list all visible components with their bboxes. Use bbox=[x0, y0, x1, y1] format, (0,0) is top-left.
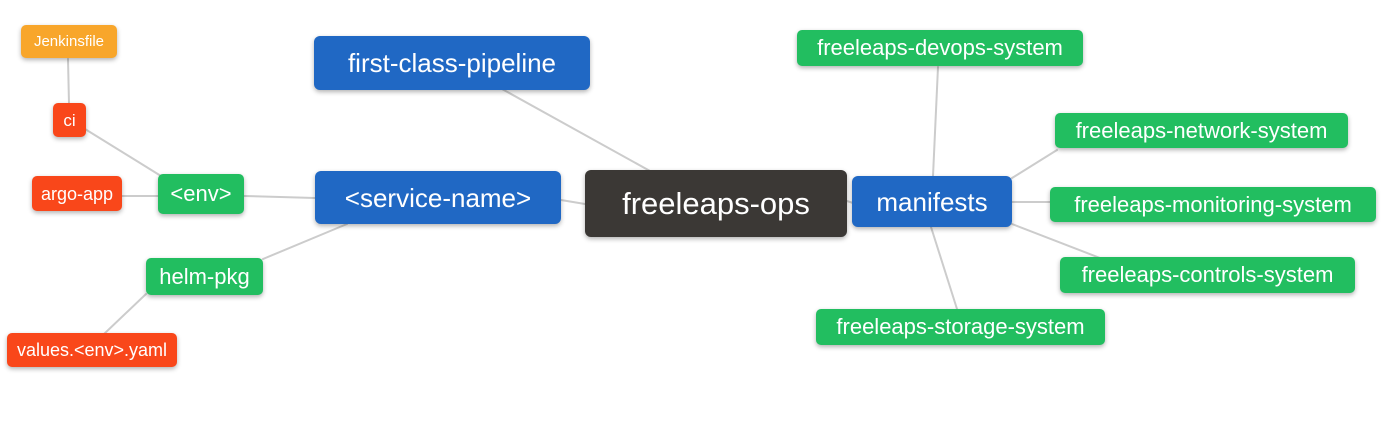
node-values-env-yaml[interactable]: values.<env>.yaml bbox=[7, 333, 177, 367]
node-controls-system[interactable]: freeleaps-controls-system bbox=[1060, 257, 1355, 293]
node-network-system[interactable]: freeleaps-network-system bbox=[1055, 113, 1348, 148]
edge-service-name-root bbox=[560, 199, 586, 205]
node-monitoring-system[interactable]: freeleaps-monitoring-system bbox=[1050, 187, 1376, 222]
node-first-class-pipeline[interactable]: first-class-pipeline bbox=[314, 36, 590, 90]
node-storage-system[interactable]: freeleaps-storage-system bbox=[816, 309, 1105, 345]
edge-helm-pkg-values-env-yaml bbox=[103, 293, 147, 335]
edge-manifests-network-system bbox=[1011, 149, 1058, 179]
node-helm-pkg[interactable]: helm-pkg bbox=[146, 258, 263, 295]
edge-manifests-devops-system bbox=[932, 66, 939, 177]
node-manifests[interactable]: manifests bbox=[852, 176, 1012, 227]
node-env[interactable]: <env> bbox=[158, 174, 244, 214]
node-argo-app[interactable]: argo-app bbox=[32, 176, 122, 211]
edge-manifests-storage-system bbox=[930, 226, 958, 310]
node-devops-system[interactable]: freeleaps-devops-system bbox=[797, 30, 1083, 66]
edge-service-name-helm-pkg bbox=[262, 223, 348, 260]
edge-jenkinsfile-ci bbox=[67, 58, 70, 105]
edge-ci-env bbox=[84, 128, 162, 177]
node-jenkinsfile[interactable]: Jenkinsfile bbox=[21, 25, 117, 58]
node-root-freeleaps-ops[interactable]: freeleaps-ops bbox=[585, 170, 847, 237]
node-ci[interactable]: ci bbox=[53, 103, 86, 137]
edge-env-service-name bbox=[243, 195, 316, 199]
node-service-name[interactable]: <service-name> bbox=[315, 171, 561, 224]
edge-first-class-pipeline-root bbox=[501, 88, 651, 172]
edge-manifests-controls-system bbox=[1011, 223, 1101, 259]
